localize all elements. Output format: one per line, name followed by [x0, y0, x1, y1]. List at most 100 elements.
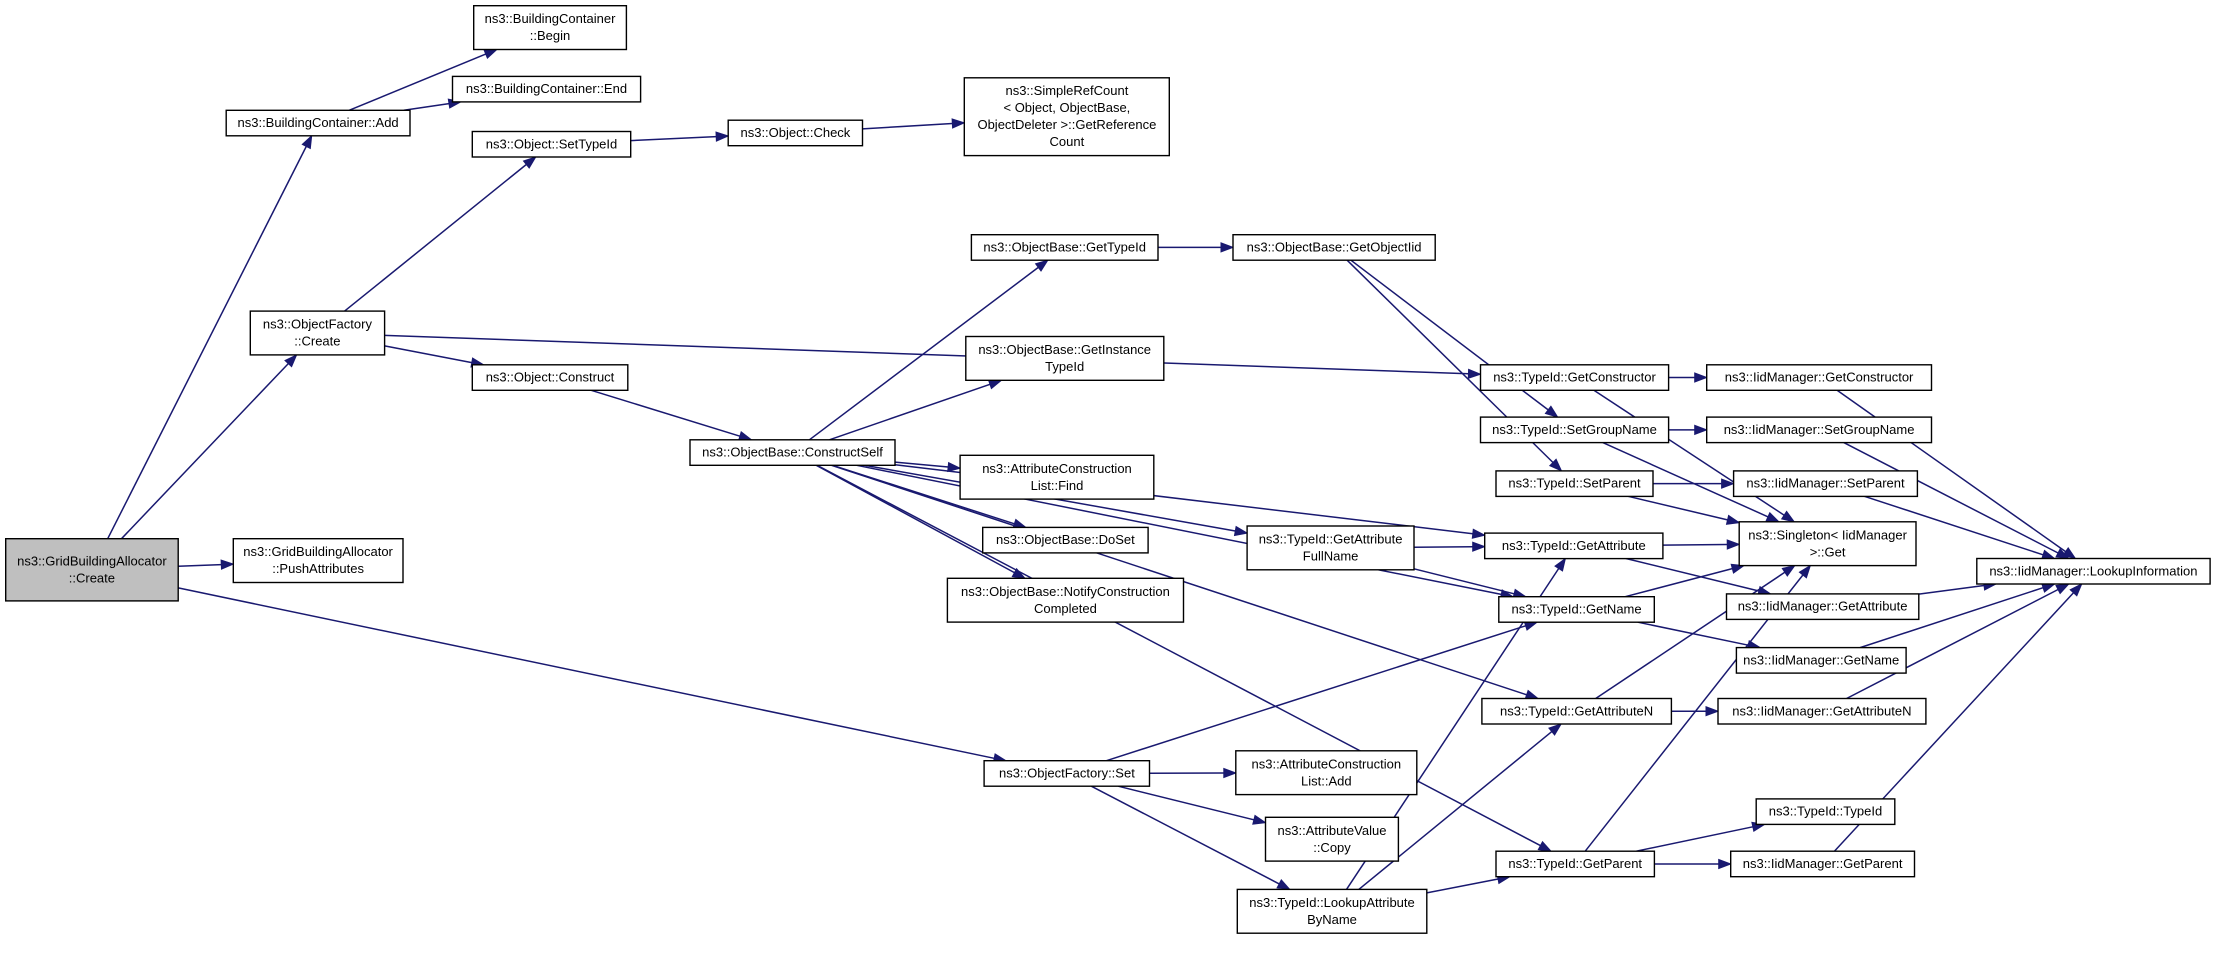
- edge-line: [1426, 878, 1499, 894]
- node-obj_settypeid[interactable]: ns3::Object::SetTypeId: [471, 130, 632, 158]
- node-box: [232, 538, 404, 584]
- node-tid_getparent[interactable]: ns3::TypeId::GetParent: [1495, 850, 1656, 878]
- node-iid_setparent[interactable]: ns3::IidManager::SetParent: [1732, 470, 1919, 498]
- node-box: [451, 75, 642, 103]
- edge-gba_create-to-of_create: [120, 353, 298, 540]
- node-box: [970, 233, 1159, 261]
- edge-line: [1625, 567, 1733, 598]
- arrowhead-icon: [1011, 567, 1027, 579]
- node-tid_getattribute[interactable]: ns3::TypeId::GetAttribute: [1483, 532, 1664, 560]
- edge-tid_setparent-to-iid_setparent: [1653, 478, 1736, 489]
- edge-line: [1413, 545, 1473, 548]
- node-ob_getobjectiid[interactable]: ns3::ObjectBase::GetObjectIid: [1232, 233, 1436, 261]
- node-ob_gettypeid[interactable]: ns3::ObjectBase::GetTypeId: [970, 233, 1159, 261]
- node-box: [963, 77, 1170, 157]
- edge-line: [384, 334, 1469, 375]
- edge-of_set-to-tid_lookupattr: [1090, 785, 1292, 891]
- node-bc_end[interactable]: ns3::BuildingContainer::End: [451, 75, 642, 103]
- node-box: [1735, 646, 1907, 674]
- edge-gba_create-to-bc_add: [107, 134, 313, 540]
- node-singleton_get[interactable]: ns3::Singleton< IidManager>::Get: [1738, 521, 1917, 567]
- node-iid_getconstructor[interactable]: ns3::IidManager::GetConstructor: [1705, 364, 1933, 391]
- edge-ob_getobjectiid-to-tid_setgroupname: [1350, 259, 1559, 418]
- edge-tid_getconstructor-to-singleton_get: [1593, 389, 1796, 523]
- node-label: ns3::TypeId::TypeId: [1769, 804, 1882, 819]
- node-iid_lookupinfo[interactable]: ns3::IidManager::LookupInformation: [1976, 557, 2211, 585]
- node-label: ns3::IidManager::SetGroupName: [1724, 422, 1915, 437]
- node-label: ObjectDeleter >::GetReference: [977, 117, 1156, 132]
- arrowhead-icon: [1223, 767, 1238, 779]
- edge-of_create-to-tid_getconstructor: [384, 334, 1482, 380]
- arrowhead-icon: [2055, 583, 2070, 595]
- arrowhead-icon: [987, 379, 1003, 390]
- node-iid_getname[interactable]: ns3::IidManager::GetName: [1735, 646, 1907, 674]
- edge-line: [1625, 557, 1760, 592]
- node-of_create[interactable]: ns3::ObjectFactory::Create: [249, 310, 386, 356]
- edge-tid_getattrfull-to-tid_getattribute: [1413, 541, 1487, 552]
- node-ob_constructself[interactable]: ns3::ObjectBase::ConstructSelf: [689, 439, 896, 466]
- node-iid_getattribute[interactable]: ns3::IidManager::GetAttribute: [1725, 593, 1920, 621]
- node-label: ns3::AttributeConstruction: [1252, 756, 1402, 771]
- edge-ob_constructself-to-ob_getinstance: [829, 379, 1003, 441]
- edge-line: [808, 266, 1039, 441]
- arrowhead-icon: [1544, 405, 1559, 418]
- node-tid_setgroupname[interactable]: ns3::TypeId::SetGroupName: [1479, 416, 1670, 444]
- edge-iid_setgroupname-to-iid_lookupinfo: [1843, 441, 2070, 560]
- edge-line: [107, 146, 307, 540]
- node-ob_doset[interactable]: ns3::ObjectBase::DoSet: [982, 526, 1149, 554]
- node-srefcount[interactable]: ns3::SimpleRefCount< Object, ObjectBase,…: [963, 77, 1170, 157]
- node-bc_begin[interactable]: ns3::BuildingContainer::Begin: [473, 4, 628, 51]
- edge-ob_gettypeid-to-ob_getobjectiid: [1158, 242, 1235, 253]
- node-label: Count: [1050, 134, 1085, 149]
- edge-tid_setgroupname-to-singleton_get: [1602, 441, 1781, 523]
- node-iid_setgroupname[interactable]: ns3::IidManager::SetGroupName: [1705, 416, 1933, 444]
- node-of_set[interactable]: ns3::ObjectFactory::Set: [983, 760, 1151, 787]
- node-label: < Object, ObjectBase,: [1003, 100, 1130, 115]
- node-iid_getparent[interactable]: ns3::IidManager::GetParent: [1729, 850, 1916, 878]
- edge-tid_getname-to-singleton_get: [1625, 563, 1746, 598]
- edge-line: [1413, 568, 1515, 595]
- edge-of_create-to-obj_construct: [384, 345, 485, 368]
- arrowhead-icon: [483, 48, 499, 60]
- node-label: TypeId: [1045, 359, 1084, 374]
- edge-line: [590, 389, 741, 437]
- node-label: Completed: [1034, 601, 1097, 616]
- edge-tid_getparent-to-singleton_get: [1584, 564, 1812, 852]
- node-gba_create[interactable]: ns3::GridBuildingAllocator::Create: [4, 538, 179, 602]
- edge-line: [178, 563, 222, 568]
- node-iid_getattributen[interactable]: ns3::IidManager::GetAttributeN: [1717, 697, 1927, 725]
- node-bc_add[interactable]: ns3::BuildingContainer::Add: [225, 109, 411, 137]
- node-label: ns3::GridBuildingAllocator: [243, 544, 393, 559]
- nodes-layer: ns3::GridBuildingAllocator::Create ns3::B…: [4, 4, 2211, 934]
- node-box: [225, 109, 411, 137]
- arrowhead-icon: [2055, 548, 2070, 560]
- node-label: ns3::BuildingContainer::Add: [238, 115, 399, 130]
- node-tid_getname[interactable]: ns3::TypeId::GetName: [1498, 596, 1656, 623]
- node-label: ns3::IidManager::GetAttributeN: [1732, 703, 1911, 718]
- node-label: ns3::AttributeValue: [1278, 823, 1387, 838]
- node-box: [1483, 532, 1664, 560]
- node-av_copy[interactable]: ns3::AttributeValue::Copy: [1264, 816, 1400, 862]
- node-label: ByName: [1307, 912, 1357, 927]
- node-box: [1495, 470, 1654, 498]
- node-tid_getattributen[interactable]: ns3::TypeId::GetAttributeN: [1481, 697, 1673, 725]
- node-tid_typeid[interactable]: ns3::TypeId::TypeId: [1755, 798, 1896, 826]
- edge-tid_getparent-to-iid_getparent: [1654, 858, 1733, 870]
- node-obj_check[interactable]: ns3::Object::Check: [727, 119, 864, 147]
- node-gba_push[interactable]: ns3::GridBuildingAllocator::PushAttribut…: [232, 538, 404, 584]
- node-box: [471, 130, 632, 158]
- edge-tid_lookupattr-to-tid_getattributen: [1358, 723, 1563, 890]
- arrowhead-icon: [1721, 478, 1736, 489]
- node-label: ns3::TypeId::GetAttribute: [1502, 538, 1646, 553]
- node-box: [1738, 521, 1917, 567]
- node-tid_getconstructor[interactable]: ns3::TypeId::GetConstructor: [1479, 364, 1670, 391]
- node-tid_setparent[interactable]: ns3::TypeId::SetParent: [1495, 470, 1654, 498]
- node-label: ::PushAttributes: [272, 561, 364, 576]
- node-obj_construct[interactable]: ns3::Object::Construct: [471, 364, 629, 391]
- node-ob_notify[interactable]: ns3::ObjectBase::NotifyConstructionCompl…: [946, 577, 1185, 623]
